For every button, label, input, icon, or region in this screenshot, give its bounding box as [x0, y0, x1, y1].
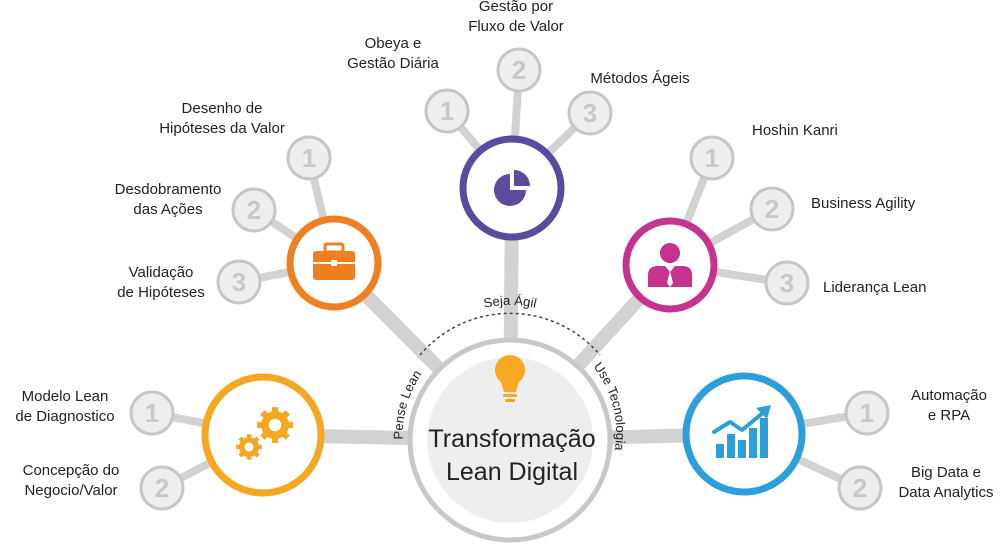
number-text: 2 — [155, 473, 169, 503]
number-circle-upper-left-1: 1 — [286, 135, 332, 181]
center-title-line1: Transformação — [428, 425, 595, 453]
label-line: Fluxo de Valor — [468, 18, 564, 35]
number-text: 2 — [512, 55, 526, 85]
label-line: Business Agility — [811, 195, 916, 212]
briefcase-icon — [313, 242, 355, 280]
number-circle-upper-left-2: 2 — [231, 187, 277, 233]
label-line: Métodos Ágeis — [590, 70, 689, 87]
number-circle-upper-right-2: 2 — [749, 186, 795, 232]
label-line: Hoshin Kanri — [752, 122, 838, 139]
growth-chart-icon — [712, 405, 771, 458]
dashed-arc — [419, 312, 601, 356]
number-circle-lower-left-2: 2 — [139, 465, 185, 511]
number-circle-upper-right-3: 3 — [764, 260, 810, 306]
number-text: 3 — [780, 268, 794, 298]
hub-lower-right — [682, 372, 806, 496]
label-line: Gestão Diária — [347, 55, 439, 72]
hub-ring — [459, 135, 565, 241]
label-line: Validação — [129, 264, 194, 281]
label-top-1: Obeya e Gestão Diária — [347, 35, 439, 72]
label-upper-right-2: Business Agility — [811, 195, 916, 212]
hub-top — [459, 135, 565, 241]
hub-upper-right — [622, 217, 718, 313]
number-text: 2 — [765, 194, 779, 224]
label-line: Big Data e — [911, 464, 981, 481]
person-icon — [648, 243, 692, 287]
label-top-3: Métodos Ágeis — [590, 70, 689, 87]
number-text: 1 — [440, 96, 454, 126]
number-circle-lower-right-1: 1 — [844, 390, 890, 436]
hub-upper-left — [286, 215, 382, 311]
number-circle-upper-right-1: 1 — [689, 135, 735, 181]
number-text: 1 — [145, 398, 159, 428]
hub-ring — [682, 372, 806, 496]
number-circle-lower-right-2: 2 — [837, 465, 883, 511]
pie-chart-icon — [494, 170, 530, 206]
number-text: 2 — [247, 195, 261, 225]
number-circle-upper-left-3: 3 — [216, 259, 262, 305]
label-upper-left-2: Desdobramento das Ações — [115, 181, 222, 218]
label-line: das Ações — [133, 201, 202, 218]
label-line: Obeya e — [365, 35, 422, 52]
label-lower-left-1: Modelo Lean de Diagnostico — [15, 388, 114, 425]
hub-ring — [622, 217, 718, 313]
number-text: 1 — [705, 143, 719, 173]
number-text: 2 — [853, 473, 867, 503]
label-line: Desdobramento — [115, 181, 222, 198]
label-line: Automação — [911, 387, 987, 404]
label-upper-left-1: Desenho de Hipóteses da Valor — [159, 100, 285, 137]
label-upper-right-3: Liderança Lean — [823, 279, 926, 296]
label-line: e RPA — [928, 407, 970, 424]
label-line: de Diagnostico — [15, 408, 114, 425]
label-lower-right-1: Automação e RPA — [911, 387, 987, 424]
label-line: Desenho de — [182, 100, 263, 117]
label-line: Modelo Lean — [22, 388, 109, 405]
label-line: Liderança Lean — [823, 279, 926, 296]
number-text: 3 — [583, 98, 597, 128]
number-circle-lower-left-1: 1 — [129, 390, 175, 436]
label-lower-right-2: Big Data e Data Analytics — [898, 464, 993, 501]
label-line: Negocio/Valor — [24, 482, 117, 499]
label-line: Data Analytics — [898, 484, 993, 501]
hub-lower-left — [201, 373, 325, 497]
label-line: Hipóteses da Valor — [159, 120, 285, 137]
number-circle-top-3: 3 — [567, 90, 613, 136]
label-lower-left-2: Concepção do Negocio/Valor — [23, 462, 120, 499]
gears-icon — [236, 407, 293, 460]
label-upper-left-3: Validação de Hipóteses — [117, 264, 205, 301]
number-text: 1 — [302, 143, 316, 173]
label-line: Gestão por — [479, 0, 553, 15]
label-line: de Hipóteses — [117, 284, 205, 301]
number-text: 3 — [232, 267, 246, 297]
label-line: Concepção do — [23, 462, 120, 479]
number-circle-top-2: 2 — [496, 47, 542, 93]
arc-label-top: Seja Ágil — [482, 293, 538, 311]
number-circle-top-1: 1 — [424, 88, 470, 134]
number-text: 1 — [860, 398, 874, 428]
label-upper-right-1: Hoshin Kanri — [752, 122, 838, 139]
nodes: 1 2 3 1 2 3 1 2 3 1 2 1 2 — [129, 47, 890, 511]
center-title-line2: Lean Digital — [446, 458, 578, 486]
lightbulb-icon — [495, 355, 525, 402]
